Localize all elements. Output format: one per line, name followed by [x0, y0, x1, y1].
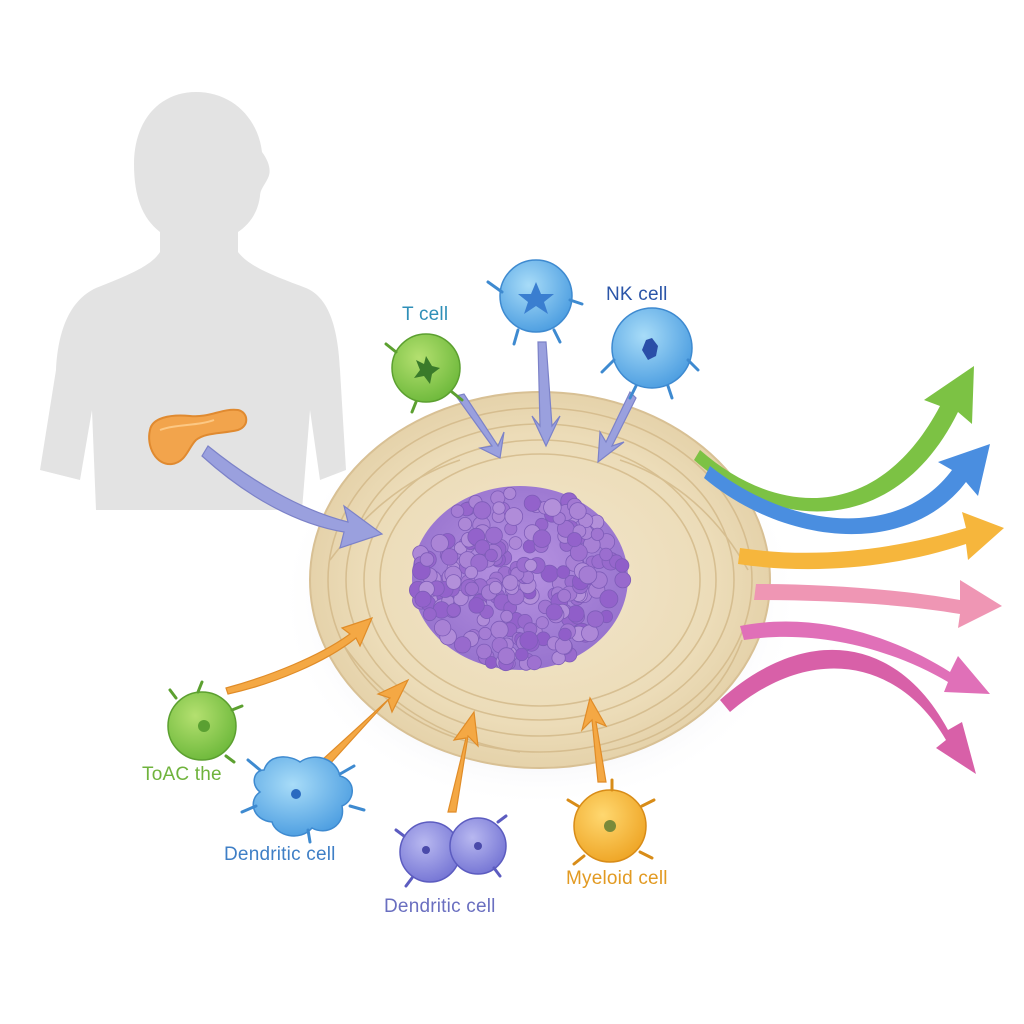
nk-cell-right: [600, 307, 700, 400]
tumor-cell: [543, 498, 562, 517]
tumor-cell: [440, 548, 459, 566]
nk-cell-top: [486, 259, 584, 346]
tumor-cell: [414, 590, 432, 608]
tumor-cell: [478, 626, 492, 641]
tumor-cell: [476, 643, 492, 660]
outbound-green-arrow: [694, 366, 974, 512]
dendritic-cell-purple: [394, 814, 508, 888]
tumor-cell: [523, 494, 541, 512]
tumor-cell: [430, 534, 449, 553]
tumor-cell: [599, 547, 613, 562]
tumor-cell: [485, 526, 503, 545]
t-cell: [384, 333, 464, 414]
dendritic-cell-label-2: Dendritic cell: [384, 896, 496, 917]
dendritic-cell-blue: [240, 756, 366, 844]
tumor-cell: [557, 589, 572, 603]
myeloid-cell: [566, 778, 656, 866]
tumor-cell: [484, 548, 498, 562]
tumor-cell: [450, 504, 465, 518]
myeloid-cell-label: Myeloid cell: [566, 868, 668, 889]
dendritic2-arrow: [447, 710, 479, 813]
tumor-cell: [519, 631, 539, 650]
toac-cell: [167, 680, 244, 764]
outbound-blue-arrow: [704, 444, 990, 535]
tumor-cell: [446, 603, 461, 618]
tumor-cell: [614, 571, 632, 589]
tumor-cell: [492, 501, 506, 515]
outbound-arrows: [694, 366, 1004, 774]
myeloid-arrow: [580, 696, 608, 783]
tumor-cell: [508, 536, 523, 550]
dendritic-cell-label-1: Dendritic cell: [224, 844, 336, 865]
tumor-cell: [558, 627, 572, 642]
tumor-cell: [567, 605, 585, 623]
tumor-cell: [490, 620, 509, 640]
t-cell-label: T cell: [402, 304, 449, 325]
tumor-cell: [484, 656, 498, 669]
tumor-cell: [445, 574, 462, 590]
inbound-arrows: [201, 341, 637, 813]
dendritic1-arrow: [321, 678, 410, 767]
tumor-cell: [578, 565, 598, 585]
tumor-cell: [419, 552, 435, 567]
tumor-cell: [524, 558, 538, 572]
tumor-cell: [468, 597, 485, 614]
pancreas-organ: [148, 408, 248, 466]
tumor-cell: [568, 502, 587, 520]
outbound-magenta-arrow: [740, 621, 990, 694]
tumor-cell: [497, 647, 516, 665]
tcell-arrow: [454, 393, 505, 459]
tumor-cell: [535, 616, 549, 630]
tumor-cell: [422, 607, 437, 622]
tumor-cell: [567, 532, 583, 548]
tumor-cell: [474, 539, 491, 555]
tumor-cell: [473, 501, 492, 520]
toac-arrow: [225, 617, 374, 695]
human-silhouette: [40, 92, 346, 510]
tumor-cell: [599, 589, 619, 609]
tumor-cell: [504, 507, 524, 526]
tumor-cell: [545, 603, 563, 621]
pancreas-to-tumor-arrow: [201, 445, 384, 549]
tumor-cell: [433, 619, 452, 637]
tumor-cell: [503, 486, 517, 500]
outbound-orange-arrow: [738, 512, 1004, 570]
tumor-cell: [500, 609, 514, 623]
tumor-cell: [526, 655, 542, 671]
tumor-cell: [614, 558, 630, 573]
tumor-cell: [586, 610, 605, 628]
tumor-cell: [502, 574, 519, 591]
nk-cell-label: NK cell: [606, 284, 668, 305]
tumor-cell: [515, 647, 529, 662]
tumor-cell: [590, 527, 605, 541]
outbound-pink-arrow: [754, 580, 1002, 628]
tumor-cell: [464, 581, 479, 596]
tumor-cell: [488, 581, 503, 595]
tumor-cell: [453, 636, 472, 654]
nkcell-right-arrow: [597, 390, 637, 464]
tumor-core: [408, 486, 632, 672]
tumor-cell: [532, 529, 552, 548]
toac-label: ToAC the: [142, 764, 222, 785]
nkcell-top-arrow: [531, 341, 561, 448]
tumor-cell: [464, 565, 479, 580]
tumor-cell: [556, 565, 571, 579]
tumor-cell: [458, 517, 473, 532]
